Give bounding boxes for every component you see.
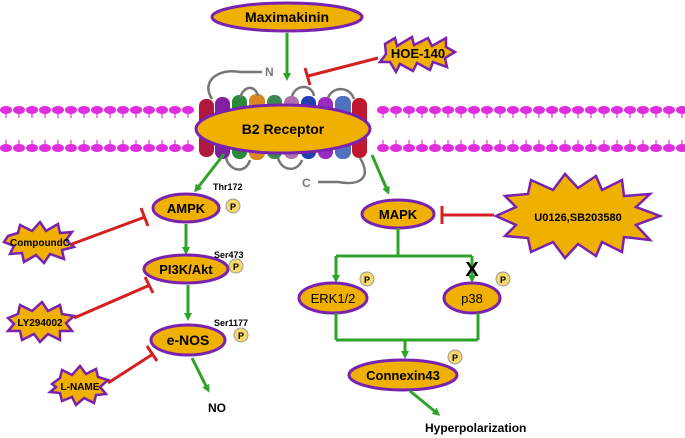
hoe140-inhibition [303,56,379,86]
merge-bracket [334,313,480,342]
pi3k-akt-label: PI3K/Akt [159,262,213,277]
compoundc-inhibition [71,207,150,246]
no-output-label: NO [208,401,226,415]
receptor-loops [207,69,366,185]
cell-membrane [0,106,685,152]
u0126-inhibition [440,206,494,224]
pi3k-phospho-badge [228,258,244,274]
compoundc-label: CompoundC [10,238,70,249]
connexin43-phospho-badge [447,349,463,365]
erk12-phospho-badge [359,271,375,287]
lname-starburst [46,364,111,408]
ly294002-label: LY294002 [17,318,63,329]
ser473-label: Ser473 [214,250,244,260]
connexin43-label: Connexin43 [366,368,440,383]
p38-phospho-badge [495,271,511,287]
ampk-phospho-label: P [230,202,236,212]
connexin43-node [347,358,459,392]
hoe140-label: HOE-140 [391,46,445,61]
u0126-sb203580-label: U0126,SB203580 [534,212,621,224]
c-terminus-label: C [302,176,311,190]
hoe140-starburst [377,35,458,75]
mapk-split-bracket [336,228,472,258]
enos-to-no-arrow [190,357,210,393]
enos-phospho-badge [233,327,249,343]
receptor-to-ampk-arrow [194,153,226,193]
lname-inhibition [107,345,159,385]
compoundc-starburst [2,219,77,265]
enos-label: e-NOS [167,332,210,348]
maximakinin-node [210,1,364,33]
maximakinin-label: Maximakinin [245,9,329,25]
ser1177-label: Ser1177 [214,318,248,328]
mapk-label: MAPK [379,207,418,222]
erk12-label: ERK1/2 [311,291,356,306]
p38-blocked-mark: X [465,259,479,281]
connexin43-phospho-label: P [452,353,458,363]
thr172-label: Thr172 [213,182,243,192]
ampk-phospho-badge [225,198,241,214]
pi3k-phospho-label: P [233,262,239,272]
n-terminus-label: N [265,65,274,79]
ampk-node [151,192,221,224]
lname-label: L-NAME [61,382,100,393]
b2-receptor-node [194,103,372,155]
p38-phospho-label: P [500,275,506,285]
pi3k-akt-node [142,253,230,285]
connexin-to-hyperpolarization-arrow [409,389,441,416]
receptor-to-mapk-arrow [370,154,390,195]
enos-node [149,323,227,357]
ly294002-inhibition [73,276,155,320]
b2-receptor-label: B2 Receptor [242,121,325,137]
p38-node [442,281,502,315]
ly294002-starburst [5,300,77,344]
erk12-phospho-label: P [364,275,370,285]
u0126-sb203580-starburst [492,172,664,260]
hyperpolarization-label: Hyperpolarization [425,421,526,435]
enos-phospho-label: P [238,331,244,341]
erk12-node [297,281,369,315]
ampk-label: AMPK [167,201,206,216]
p38-label: p38 [461,291,483,306]
